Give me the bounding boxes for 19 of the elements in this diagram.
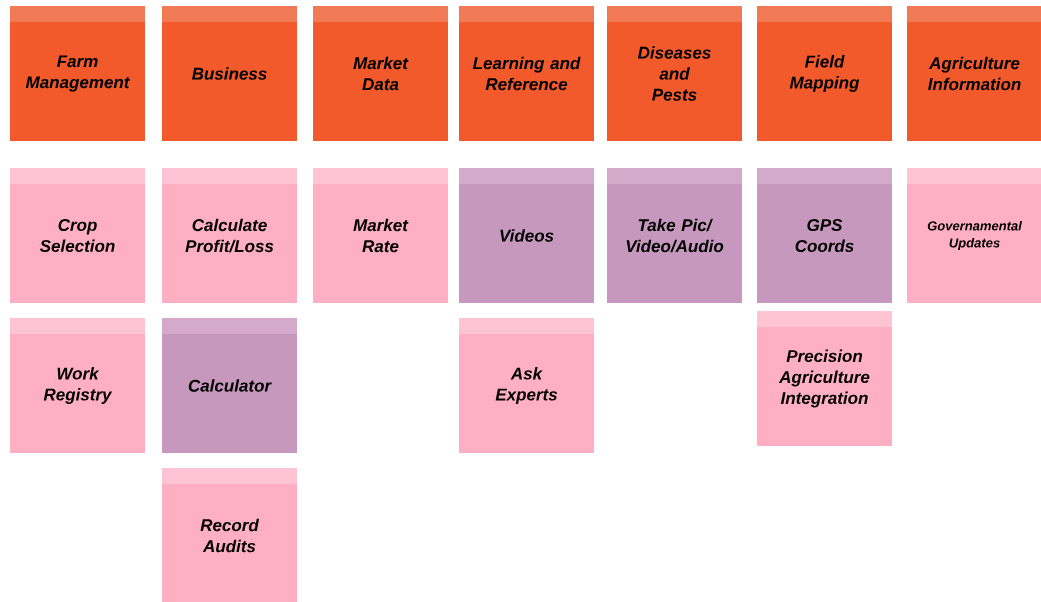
sticky-note: Learning and Reference — [459, 6, 594, 141]
sticky-note: Field Mapping — [757, 6, 892, 141]
sticky-note: Governamental Updates — [907, 168, 1041, 303]
sticky-note: Agriculture Information — [907, 6, 1041, 141]
sticky-note: Market Data — [313, 6, 448, 141]
sticky-note: Videos — [459, 168, 594, 303]
sticky-note: Diseases and Pests — [607, 6, 742, 141]
sticky-note: Farm Management — [10, 6, 145, 141]
sticky-note: GPS Coords — [757, 168, 892, 303]
sticky-note: Work Registry — [10, 318, 145, 453]
sticky-note: Business — [162, 6, 297, 141]
sticky-note: Calculate Profit/Loss — [162, 168, 297, 303]
sticky-note: Take Pic/ Video/Audio — [607, 168, 742, 303]
sticky-note: Market Rate — [313, 168, 448, 303]
sticky-note: Precision Agriculture Integration — [757, 311, 892, 446]
sticky-note: Calculator — [162, 318, 297, 453]
sticky-note: Ask Experts — [459, 318, 594, 453]
sticky-note: Record Audits — [162, 468, 297, 602]
sticky-note: Crop Selection — [10, 168, 145, 303]
